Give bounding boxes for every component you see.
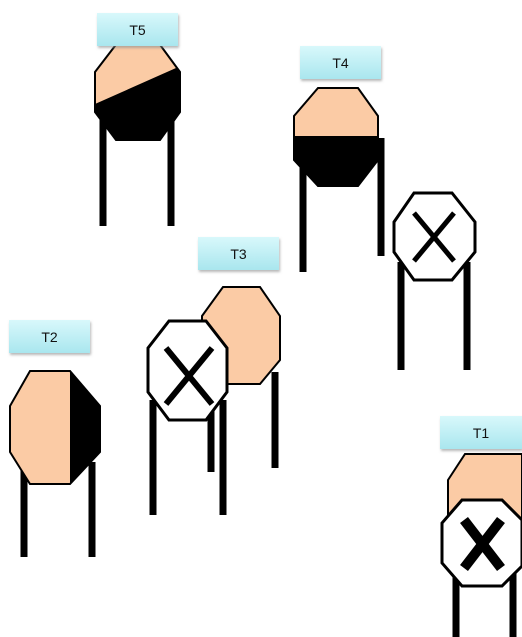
tank-t5-filled-section [95,68,180,140]
tank-t4[interactable]: T4 [293,46,385,272]
tank-t1-label-box [440,416,522,449]
tank-t2-filled-section [70,371,100,484]
x-cross-icon [163,346,215,406]
tank-t3-label: T3 [230,246,247,262]
x-marker-near-t4 [392,191,477,370]
tank-t4-label-box [300,46,381,79]
tank-t5[interactable]: T5 [94,13,181,226]
tank-t5-label-box [97,13,178,46]
tank-t4-filled-section [294,136,378,186]
x-cross-icon [460,516,505,572]
tank-t1-label: T1 [473,425,490,441]
tank-t2-label: T2 [41,329,58,345]
tank-t4-label: T4 [332,55,349,71]
x-marker-near-t3 [146,319,229,515]
tank-t2[interactable]: T2 [9,320,101,557]
tank-t5-label: T5 [129,22,146,38]
tank-t3-label-box [198,237,279,270]
x-cross-icon [412,211,456,263]
tank-t2-label-box [9,320,90,353]
x-marker-near-t1 [440,498,522,588]
